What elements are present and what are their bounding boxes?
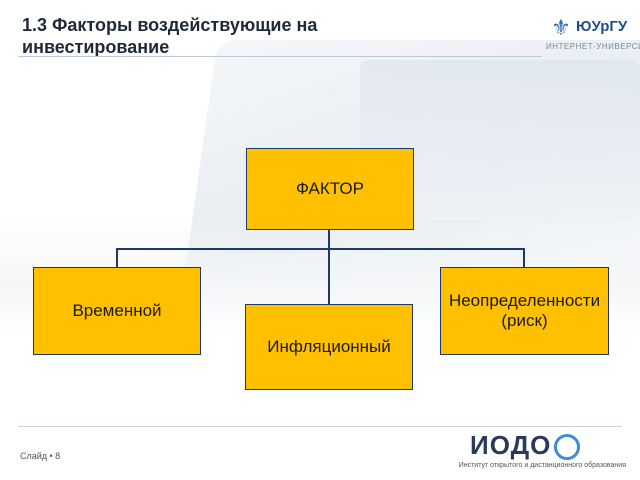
connector-left-drop xyxy=(116,248,118,267)
diagram-child-risk: Неопределенности (риск) xyxy=(440,267,609,355)
institute-logo-name: ИОДО xyxy=(470,430,552,460)
diagram-child-label: Временной xyxy=(72,301,162,320)
diagram-child-label: Неопределенности (риск) xyxy=(448,291,601,330)
diagram-child-time: Временной xyxy=(33,267,201,355)
institute-logo: ИОДО xyxy=(470,430,580,460)
university-emblem-icon: ⚜ xyxy=(551,15,571,40)
slide-title: 1.3 Факторы воздействующие на инвестиров… xyxy=(22,15,318,57)
connector-root-stem xyxy=(328,228,330,304)
connector-horizontal xyxy=(116,248,524,250)
diagram-root-label: ФАКТОР xyxy=(296,179,364,198)
institute-name: Институт открытого и дистанционного обра… xyxy=(458,462,626,469)
university-logo-subtitle: ИНТЕРНЕТ-УНИВЕРСИТЕТ xyxy=(546,42,640,51)
diagram-child-inflation: Инфляционный xyxy=(245,304,413,390)
title-divider xyxy=(18,56,542,57)
university-logo-name: ЮУрГУ xyxy=(576,18,628,35)
diagram-child-label: Инфляционный xyxy=(267,337,391,356)
diagram-root-factor: ФАКТОР xyxy=(246,148,414,230)
connector-right-drop xyxy=(523,248,525,267)
globe-icon xyxy=(554,434,580,460)
footer-divider xyxy=(18,426,622,427)
university-logo: ⚜ ЮУрГУ ИНТЕРНЕТ-УНИВЕРСИТЕТ xyxy=(544,12,640,56)
slide-number: Слайд • 8 xyxy=(20,451,61,461)
